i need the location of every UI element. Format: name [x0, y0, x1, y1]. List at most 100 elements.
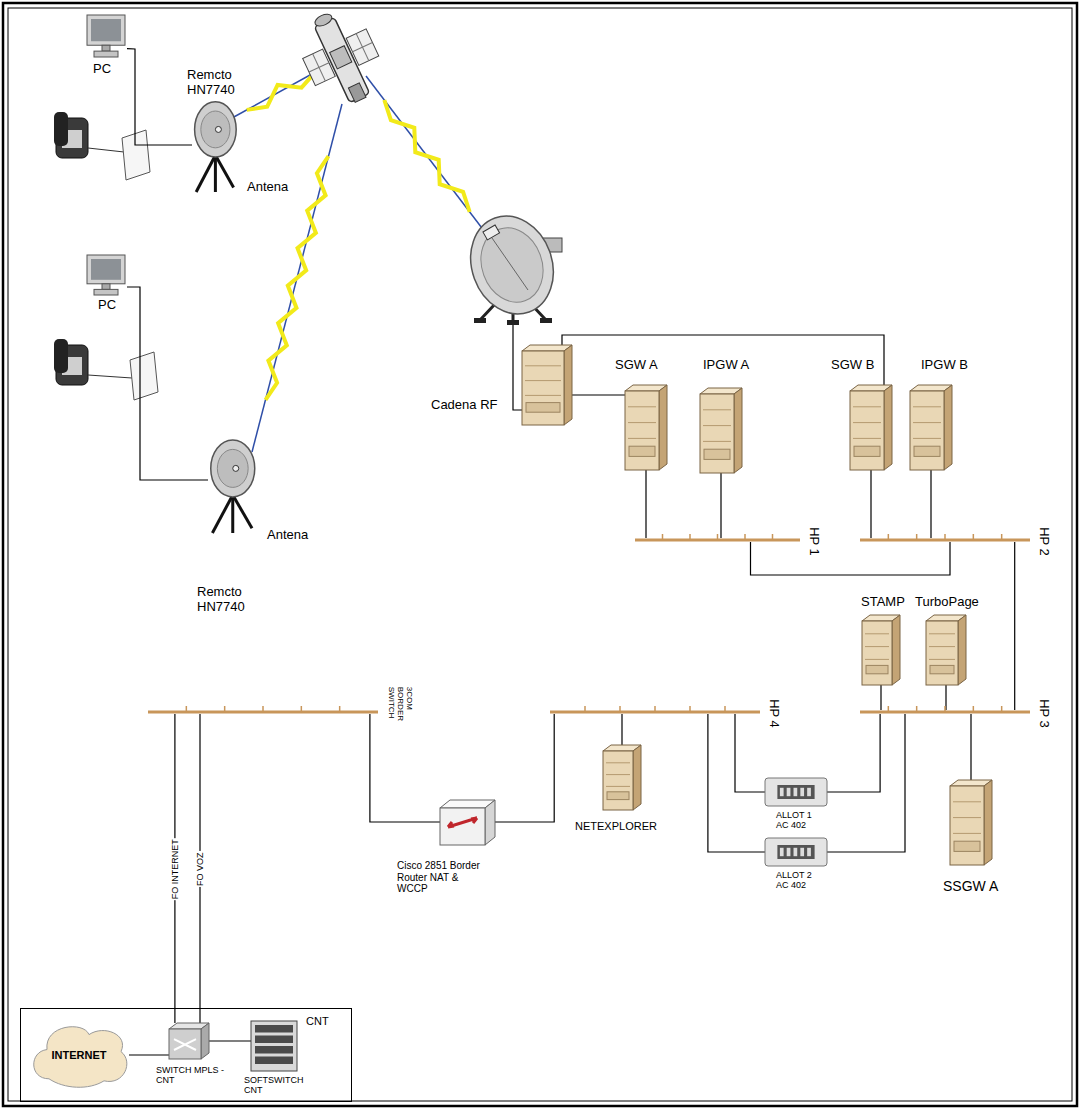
link-label: FO INTERNET	[170, 838, 180, 900]
device-label: HP 3	[1036, 698, 1051, 729]
computer: PC	[85, 255, 127, 295]
border-switch-bus: 3COM BORDER SWITCH	[148, 710, 378, 714]
device-label: SGW B	[830, 358, 875, 373]
drawing-part	[492, 238, 528, 290]
server: STAMP	[862, 615, 900, 685]
internet-cloud: INTERNET	[29, 1021, 129, 1089]
rf-feed-wire	[513, 325, 522, 410]
network-link	[735, 714, 765, 792]
gateway-server-icon	[700, 388, 742, 473]
network-link	[720, 473, 721, 538]
drawing-part	[540, 318, 552, 323]
lan-bus: HP 1	[635, 538, 800, 542]
modem	[88, 130, 158, 400]
drawing-part	[457, 204, 566, 325]
network-link	[708, 714, 765, 852]
outer-frame	[3, 3, 1077, 1106]
computer: PC	[85, 15, 127, 57]
radio-links	[232, 64, 488, 452]
softswitch: SOFTSWITCH CNT	[251, 1021, 297, 1071]
radio-lightning	[384, 100, 469, 212]
server: NETEXPLORER	[603, 745, 641, 810]
drawing-part	[483, 225, 500, 240]
server-icon	[950, 780, 992, 865]
provider-box: CNT INTERNET SWITCH MPLS - CNT SOFTSWITCH C…	[20, 1008, 352, 1102]
device-label: NETEXPLORER	[574, 820, 658, 833]
network-link	[880, 685, 881, 710]
network-link	[930, 470, 931, 538]
device-label: STAMP	[860, 595, 906, 610]
ground-station-dish	[457, 204, 566, 325]
device-label: Antena	[266, 528, 309, 543]
network-link	[209, 1040, 251, 1041]
device-label: IPGW A	[702, 358, 750, 373]
drawing-part	[130, 352, 158, 400]
network-link	[495, 714, 554, 822]
drawing-part	[54, 112, 68, 146]
gateway-server-icon	[910, 385, 952, 470]
network-link	[870, 470, 871, 538]
gateway-server: IPGW A	[700, 388, 742, 473]
computer-icon	[85, 15, 127, 57]
drawing-part	[54, 339, 68, 373]
device-label: ALLOT 2 AC 402	[775, 870, 827, 891]
device-label: SGW A	[614, 358, 659, 373]
server: TurboPage	[926, 615, 966, 685]
radio-lightning	[247, 72, 316, 110]
network-link	[127, 49, 192, 145]
border-router-icon	[440, 800, 495, 845]
device-label: Remcto HN7740	[196, 585, 258, 615]
network-link	[572, 394, 625, 395]
satellite	[290, 1, 393, 115]
device-label: HP 1	[806, 526, 821, 557]
telephone	[54, 112, 88, 385]
network-link	[129, 1054, 169, 1055]
network-link	[127, 287, 208, 480]
device-label: Antena	[246, 180, 289, 195]
device-label: 3COM BORDER SWITCH	[386, 686, 414, 734]
network-link	[827, 714, 905, 852]
device-label: TurboPage	[914, 595, 980, 610]
border-switch-bus-icon	[148, 710, 378, 714]
drawing-part	[88, 148, 124, 152]
server: SSGW A	[950, 780, 992, 865]
lan-bus: HP 2	[860, 538, 1030, 542]
mpls-switch: SWITCH MPLS - CNT	[169, 1023, 209, 1059]
computer-icon	[85, 255, 127, 295]
link-label: FO VOZ	[195, 851, 205, 887]
inner-frame	[8, 8, 1072, 1101]
device-label: Cisco 2851 Border Router NAT & WCCP	[396, 860, 482, 895]
device-label: PC	[92, 62, 112, 77]
traffic-shaper: ALLOT 1 AC 402	[765, 778, 827, 806]
drawing-part	[309, 63, 329, 72]
device-label: PC	[97, 298, 117, 313]
rf-chain-icon	[522, 345, 572, 425]
device-label: SSGW A	[942, 878, 999, 894]
drawing-part	[353, 42, 373, 51]
network-link	[621, 714, 622, 745]
drawing-part	[348, 83, 366, 103]
drawing-part	[122, 130, 150, 180]
mpls-switch-icon	[169, 1023, 209, 1059]
lan-bus-icon	[635, 538, 800, 542]
device-label: IPGW B	[920, 358, 969, 373]
device-label: Remcto HN7740	[186, 68, 248, 98]
remote-antenna-icon	[192, 100, 244, 192]
network-link	[562, 335, 884, 385]
drawing-part	[330, 46, 352, 69]
network-link	[970, 714, 971, 780]
lan-bus: HP 4	[550, 710, 760, 714]
radio-path	[252, 104, 342, 452]
device-label: HP 4	[766, 698, 781, 729]
server-icon	[603, 745, 641, 810]
border-router: Cisco 2851 Border Router NAT & WCCP	[440, 800, 495, 845]
lan-bus-icon	[860, 710, 1030, 714]
device-label: CNT	[305, 1015, 330, 1028]
drawing-part	[474, 318, 486, 323]
gateway-server: IPGW B	[910, 385, 952, 470]
server-icon	[862, 615, 900, 685]
traffic-shaper: ALLOT 2 AC 402	[765, 838, 827, 866]
device-label: SOFTSWITCH CNT	[243, 1075, 315, 1096]
device-label: Cadena RF	[430, 398, 498, 413]
